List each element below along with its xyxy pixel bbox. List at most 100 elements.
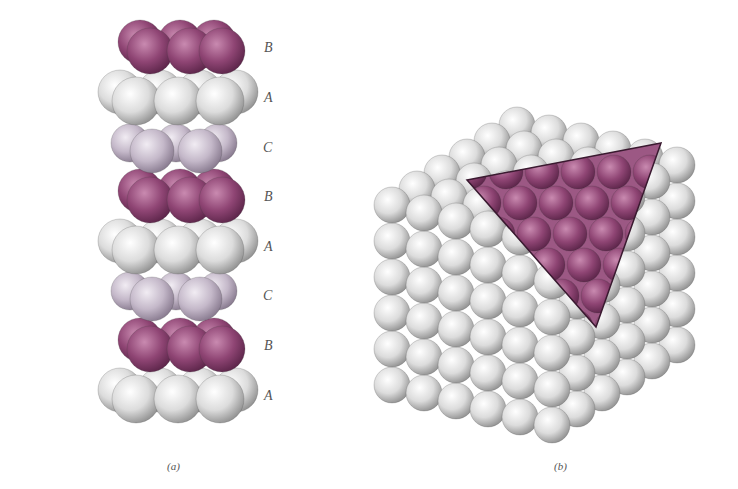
atom-sphere	[495, 248, 529, 282]
atom-sphere	[470, 247, 506, 283]
atom-sphere	[196, 77, 244, 125]
layer-letter: A	[264, 240, 273, 254]
layer-letter: B	[264, 190, 273, 204]
atom-sphere	[438, 347, 474, 383]
atom-sphere	[374, 187, 410, 223]
atom-sphere	[365, 279, 399, 313]
atom-sphere	[130, 129, 174, 173]
atom-sphere	[667, 310, 701, 344]
atom-sphere	[438, 203, 474, 239]
atom-sphere	[357, 341, 391, 375]
atom-sphere	[545, 279, 579, 313]
layer-stack	[98, 20, 258, 423]
panel-label: (b)	[554, 461, 567, 472]
atom-sphere	[127, 326, 173, 372]
atom-sphere	[551, 372, 585, 406]
plane-outline	[467, 143, 661, 327]
atom-sphere	[443, 372, 477, 406]
atom-sphere	[502, 291, 538, 327]
atom-sphere	[199, 177, 245, 223]
atom-sphere	[717, 341, 738, 375]
atom-sphere	[415, 310, 449, 344]
layer-letter: A	[264, 389, 273, 403]
atom-sphere	[559, 310, 593, 344]
atom-sphere	[374, 259, 410, 295]
atom-sphere	[465, 341, 499, 375]
atom-sphere	[573, 341, 607, 375]
atom-sphere	[711, 248, 738, 282]
atom-sphere	[661, 217, 695, 251]
atom-sphere	[371, 372, 405, 406]
atom-sphere	[534, 335, 570, 371]
plane-fill	[467, 143, 661, 327]
atom-sphere	[487, 310, 521, 344]
atom-sphere	[178, 277, 222, 321]
atom-sphere	[406, 231, 442, 267]
atom-sphere	[553, 217, 587, 251]
atom-sphere	[537, 341, 571, 375]
atom-sphere	[199, 28, 245, 74]
atom-sphere	[697, 217, 731, 251]
atom-sphere	[387, 248, 421, 282]
atom-sphere	[431, 186, 465, 220]
layer-letter: B	[264, 41, 273, 55]
atom-sphere	[561, 155, 595, 189]
atom-sphere	[409, 217, 443, 251]
atom-sphere	[653, 279, 687, 313]
atom-sphere	[669, 155, 703, 189]
atom-sphere	[603, 248, 637, 282]
atom-sphere	[373, 217, 407, 251]
atom-sphere	[127, 177, 173, 223]
atom-sphere	[437, 279, 471, 313]
atom-sphere	[401, 279, 435, 313]
atom-sphere	[567, 248, 601, 282]
atom-sphere	[531, 248, 565, 282]
atom-sphere	[467, 186, 501, 220]
atom-sphere	[625, 217, 659, 251]
atom-sphere	[438, 275, 474, 311]
layer-letter: A	[264, 91, 273, 105]
atom-sphere	[501, 341, 535, 375]
atom-sphere	[196, 226, 244, 274]
atom-sphere	[503, 186, 537, 220]
close-packed-plane	[357, 143, 738, 406]
plane-atoms	[357, 155, 738, 406]
atom-sphere	[502, 363, 538, 399]
atom-sphere	[481, 217, 515, 251]
atom-sphere	[539, 186, 573, 220]
atom-sphere	[112, 375, 160, 423]
atom-sphere	[406, 339, 442, 375]
fcc-cube	[374, 107, 695, 443]
atom-sphere	[112, 77, 160, 125]
atom-sphere	[178, 129, 222, 173]
atom-sphere	[647, 186, 681, 220]
atom-sphere	[470, 283, 506, 319]
atom-sphere	[438, 383, 474, 419]
atom-sphere	[517, 217, 551, 251]
atom-sphere	[534, 407, 570, 443]
atom-sphere	[534, 371, 570, 407]
layer-letter: C	[263, 141, 272, 155]
atom-sphere	[374, 367, 410, 403]
atom-sphere	[502, 399, 538, 435]
atom-sphere	[731, 372, 738, 406]
atom-sphere	[470, 319, 506, 355]
atom-sphere	[502, 255, 538, 291]
atom-sphere	[445, 217, 479, 251]
atom-sphere	[406, 303, 442, 339]
atom-sphere	[705, 155, 738, 189]
atom-sphere	[695, 372, 729, 406]
atom-sphere	[587, 372, 621, 406]
atom-sphere	[683, 186, 717, 220]
atom-sphere	[379, 310, 413, 344]
atom-sphere	[639, 248, 673, 282]
atom-sphere	[374, 223, 410, 259]
atom-sphere	[130, 277, 174, 321]
atom-sphere	[597, 155, 631, 189]
atom-sphere	[733, 217, 738, 251]
atom-sphere	[470, 391, 506, 427]
atom-sphere	[374, 331, 410, 367]
atom-sphere	[154, 77, 202, 125]
atom-sphere	[502, 327, 538, 363]
atom-sphere	[417, 155, 451, 189]
